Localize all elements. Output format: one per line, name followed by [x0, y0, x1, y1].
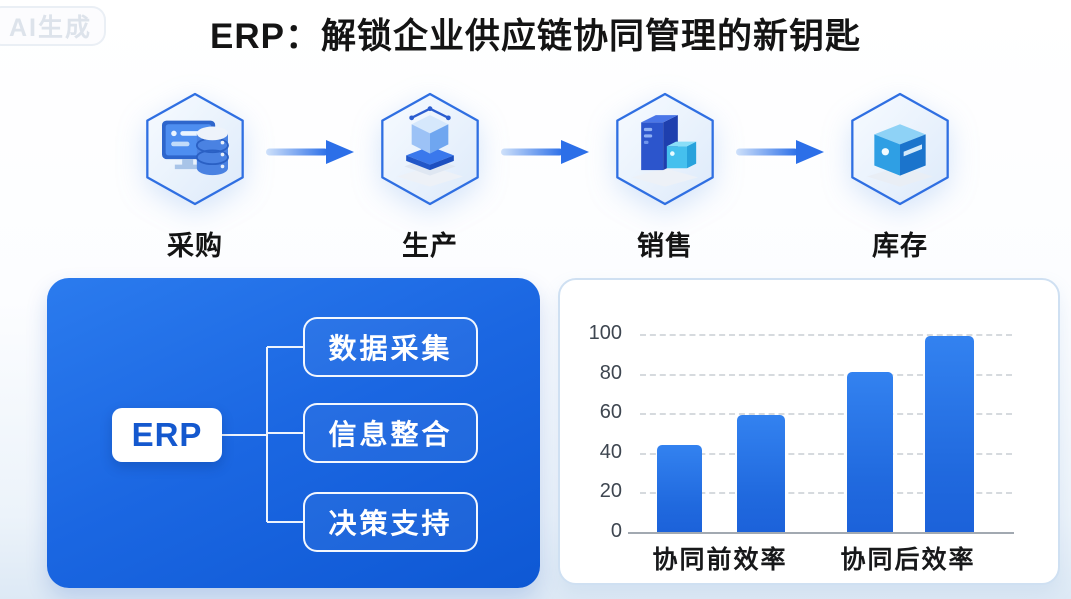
production-stack-icon [381, 92, 479, 206]
storage-box-glyph [867, 124, 933, 187]
x-axis-label-after: 协同后效率 [840, 546, 976, 574]
y-tick-label: 80 [599, 361, 622, 384]
y-tick-label: 60 [599, 401, 622, 424]
gridline [640, 373, 1012, 376]
storage-box-icon [851, 92, 949, 206]
server-towers-glyph [632, 115, 698, 187]
y-tick-label: 20 [599, 480, 622, 503]
gridline [640, 334, 1012, 336]
branch-information-integration: 信息整合 [303, 403, 478, 463]
database-glyph [195, 126, 229, 176]
erp-structure-panel: ERP 数据采集 信息整合 决策支持 [47, 278, 540, 588]
flow-step-production: 生产 [370, 86, 490, 263]
branch-data-collection: 数据采集 [303, 317, 478, 377]
right-arrow-icon [266, 140, 354, 164]
flow-step-label-production: 生产 [402, 231, 458, 261]
bar-4 [925, 335, 974, 532]
erp-root-label: ERP [131, 416, 203, 453]
y-tick-label: 100 [588, 322, 622, 344]
gridline [640, 452, 1012, 455]
flow-step-label-procurement: 采购 [167, 231, 223, 261]
bar-2 [737, 415, 785, 532]
flow-step-label-sales: 销售 [637, 231, 693, 261]
branch-label: 决策支持 [328, 508, 453, 539]
server-towers-icon [616, 92, 714, 206]
bar-3 [847, 371, 893, 532]
flow-step-procurement: 采购 [135, 86, 255, 263]
x-axis-label-before: 协同前效率 [652, 546, 788, 574]
erp-root-node: ERP [112, 408, 222, 462]
flow-step-inventory: 库存 [840, 86, 960, 263]
ai-generated-label: AI生成 [8, 14, 92, 42]
page-title: ERP：解锁企业供应链协同管理的新钥匙 [210, 17, 861, 56]
connector-lines [222, 346, 303, 523]
branch-label: 数据采集 [328, 333, 453, 364]
right-arrow-icon [501, 140, 589, 164]
monitor-database-icon [146, 92, 244, 206]
branch-label: 信息整合 [328, 419, 453, 450]
y-tick-label: 0 [610, 520, 622, 542]
y-tick-label: 40 [599, 440, 622, 463]
gridline [640, 492, 1012, 495]
gridline [640, 413, 1012, 416]
ai-generated-badge: AI生成 [0, 6, 106, 46]
bar-1 [657, 444, 702, 532]
right-arrow-icon [736, 140, 824, 164]
flow-step-sales: 销售 [605, 86, 725, 263]
branch-decision-support: 决策支持 [303, 492, 478, 552]
efficiency-bar-chart: 协同前效率 协同后效率 0 20 40 60 80 100 [558, 278, 1060, 585]
x-axis-line [628, 532, 1014, 534]
flow-step-label-inventory: 库存 [872, 231, 928, 261]
